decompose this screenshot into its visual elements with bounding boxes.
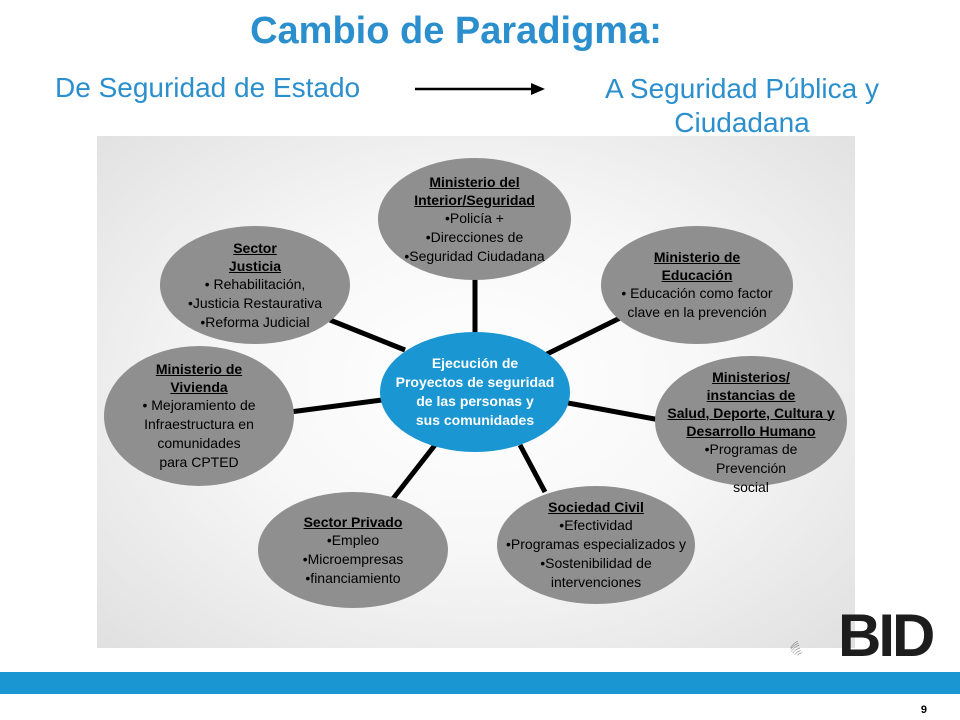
node-item: • Educación como factor xyxy=(621,285,773,301)
center-line: sus comunidades xyxy=(415,412,535,428)
node-title: Ministerio del xyxy=(429,173,520,190)
center-line: de las personas y xyxy=(416,393,534,409)
node-title: Sector Privado xyxy=(303,513,403,530)
node-item: intervenciones xyxy=(550,574,642,590)
node-item: •Programas de xyxy=(704,440,798,457)
connector-educacion xyxy=(543,315,622,358)
node-item: •Justicia Restaurativa xyxy=(187,294,323,311)
node-item: Infraestructura en xyxy=(144,416,254,432)
node-title: Vivienda xyxy=(170,379,228,395)
center-line: Proyectos de seguridad xyxy=(395,374,555,390)
subtitle-to-line-2: Ciudadana xyxy=(674,107,810,138)
node-item: •Programas especializados y xyxy=(506,536,686,552)
node-ministerio-educacion: Ministerio de Educación • Educación como… xyxy=(601,226,793,344)
node-title: Interior/Seguridad xyxy=(414,191,535,208)
slide-title: Cambio de Paradigma: xyxy=(250,10,662,52)
node-sector-privado: Sector Privado •Empleo •Microempresas •f… xyxy=(258,492,448,608)
page-number: 9 xyxy=(920,704,927,716)
bid-globe-icon xyxy=(790,641,802,656)
node-ministerios-salud: Ministerios/ instancias de Salud, Deport… xyxy=(655,356,847,495)
node-ministerio-interior: Ministerio del Interior/Seguridad •Polic… xyxy=(378,158,571,280)
right-arrow-icon xyxy=(415,83,545,95)
node-item: •Efectividad xyxy=(559,517,633,533)
node-item: •Microempresas xyxy=(302,550,404,567)
node-item: •Policía + xyxy=(445,209,504,226)
subtitle-from: De Seguridad de Estado xyxy=(55,72,361,103)
subtitle-to-line-1: A Seguridad Pública y xyxy=(605,73,879,104)
center-node-ejecucion: Ejecución de Proyectos de seguridad de l… xyxy=(380,332,570,452)
node-title: Ministerios/ xyxy=(712,368,790,385)
node-item: • Mejoramiento de xyxy=(142,397,256,413)
connector-salud xyxy=(567,400,661,423)
center-line: Ejecución de xyxy=(431,355,519,371)
connector-privado xyxy=(390,443,437,502)
node-title: instancias de xyxy=(706,386,796,403)
node-sector-justicia: Sector Justicia • Rehabilitación, •Justi… xyxy=(160,226,350,344)
bid-logo: BID xyxy=(838,602,935,669)
node-sociedad-civil: Sociedad Civil •Efectividad •Programas e… xyxy=(497,486,695,604)
node-title: Salud, Deporte, Cultura y xyxy=(667,404,835,421)
node-title: Sector xyxy=(233,239,277,256)
node-item: •Direcciones de xyxy=(425,228,524,245)
subtitle-to: A Seguridad Pública y Ciudadana xyxy=(582,72,902,140)
node-item: •financiamiento xyxy=(305,569,401,586)
node-item: •Empleo xyxy=(326,531,380,548)
footer-bar xyxy=(0,672,960,694)
connector-sociedad xyxy=(517,443,548,494)
node-item: Prevención xyxy=(715,459,787,476)
node-item: •Reforma Judicial xyxy=(200,313,310,330)
node-item: clave en la prevención xyxy=(627,304,767,320)
node-title: Ministerio de xyxy=(653,249,741,265)
node-item: •Seguridad Ciudadana xyxy=(404,247,545,264)
node-item: •Sostenibilidad de xyxy=(540,555,652,571)
node-title: Sociedad Civil xyxy=(548,499,644,515)
node-item: social xyxy=(733,478,769,495)
node-title: Justicia xyxy=(228,257,282,274)
connector-vivienda xyxy=(289,397,383,415)
node-item: • Rehabilitación, xyxy=(204,275,306,292)
node-item: para CPTED xyxy=(159,454,239,470)
connector-justicia xyxy=(329,317,406,353)
node-title: Ministerio de xyxy=(155,361,243,377)
node-ministerio-vivienda: Ministerio de Vivienda • Mejoramiento de… xyxy=(104,346,294,486)
node-item: comunidades xyxy=(157,435,241,451)
node-title: Desarrollo Humano xyxy=(686,422,816,439)
node-title: Educación xyxy=(661,267,733,283)
